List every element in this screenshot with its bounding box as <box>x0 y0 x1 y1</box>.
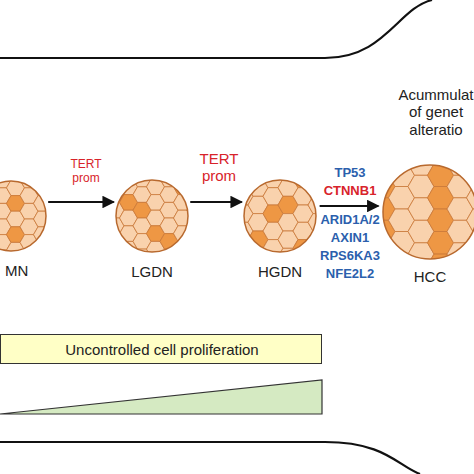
cell-hexagon <box>133 156 151 172</box>
gene-name: RPS6KA3 <box>320 249 380 264</box>
cell-hexagon <box>174 210 192 226</box>
annotation-text: Acummulat of genet alteratio <box>396 86 474 138</box>
cell-hexagon <box>187 202 205 218</box>
nodule-shape <box>382 164 474 260</box>
cell-hexagon <box>187 249 205 265</box>
cell-hexagon <box>120 163 138 179</box>
edge-label: TERT prom <box>193 150 245 185</box>
funnel-outline <box>0 442 420 474</box>
cell-hexagon <box>389 254 415 277</box>
cell-hexagon <box>308 162 328 179</box>
nodule-shape <box>0 180 47 252</box>
band-label: Uncontrolled cell proliferation <box>1 341 323 358</box>
cell-hexagon <box>34 211 52 227</box>
gene-name: AXIN1 <box>331 231 369 246</box>
nodule-outline <box>116 180 188 252</box>
progression-arrow <box>190 201 242 203</box>
cell-hexagon <box>187 234 205 250</box>
funnel-outline <box>0 0 432 58</box>
cell-hexagon <box>34 258 52 274</box>
cell-hexagon <box>187 187 205 203</box>
nodule-circle: MN <box>0 180 47 252</box>
cell-hexagon <box>467 187 474 210</box>
cell-hexagon <box>389 142 415 165</box>
cell-hexagon <box>34 180 52 196</box>
nodule-circle: HGDN <box>243 179 317 253</box>
gene-name: NFE2L2 <box>326 267 374 282</box>
cell-hexagon <box>34 164 52 180</box>
cell-hexagon <box>34 242 52 258</box>
cell-hexagon <box>20 157 38 173</box>
gene-name: ARID1A/2 <box>320 213 379 228</box>
cell-hexagon <box>174 257 192 273</box>
progression-arrow <box>48 201 114 203</box>
nodule-outline <box>0 181 46 251</box>
cell-hexagon <box>447 153 473 176</box>
cell-hexagon <box>174 241 192 257</box>
stage-label: MN <box>5 262 45 279</box>
cell-hexagon <box>7 164 25 180</box>
cell-hexagon <box>160 156 178 172</box>
cell-hexagon <box>467 142 474 165</box>
cell-hexagon <box>467 254 474 277</box>
cell-hexagon <box>293 153 313 170</box>
stage-label: HCC <box>385 268 474 285</box>
cell-hexagon <box>0 157 11 173</box>
cell-hexagon <box>106 171 124 187</box>
cell-hexagon <box>174 226 192 242</box>
nodule-outline <box>244 180 316 252</box>
progression-arrow <box>320 205 379 207</box>
cell-hexagon <box>293 170 313 187</box>
edge-label: TERT prom <box>66 158 106 186</box>
cell-hexagon <box>263 153 283 170</box>
stage-label: HGDN <box>235 263 325 280</box>
cell-hexagon <box>248 162 268 179</box>
proliferation-band: Uncontrolled cell proliferation <box>0 334 322 364</box>
gene-name: TP53 <box>334 166 365 181</box>
cell-hexagon <box>278 162 298 179</box>
cell-hexagon <box>106 156 124 172</box>
cell-hexagon <box>428 142 454 165</box>
cell-hexagon <box>369 153 395 176</box>
cell-hexagon <box>187 218 205 234</box>
stage-label: LGDN <box>107 263 197 280</box>
nodule-shape <box>243 179 317 253</box>
nodule-shape <box>115 179 189 253</box>
cell-hexagon <box>369 130 395 153</box>
cell-hexagon <box>106 249 124 265</box>
gene-name: CTNNB1 <box>324 184 377 199</box>
cell-hexagon <box>147 163 165 179</box>
cell-hexagon <box>174 179 192 195</box>
nodule-circle: LGDN <box>115 179 189 253</box>
nodule-outline <box>383 165 474 259</box>
cell-hexagon <box>160 249 178 265</box>
cell-hexagon <box>467 209 474 232</box>
cell-hexagon <box>174 163 192 179</box>
gradient-triangle <box>0 380 322 414</box>
cell-hexagon <box>233 240 253 257</box>
cell-hexagon <box>34 196 52 212</box>
nodule-circle: HCCAcummulat of genet alteratio <box>382 164 474 260</box>
